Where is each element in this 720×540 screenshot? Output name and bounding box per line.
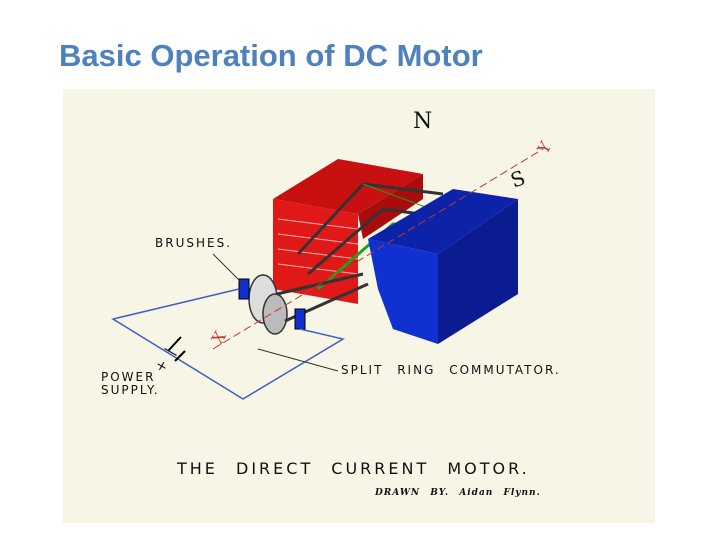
motor-diagram: N S Y X + | - BRUSHES. POWER SUPPLY. SPL… xyxy=(63,89,655,523)
north-label: N xyxy=(413,111,432,133)
power-supply-label: POWER SUPPLY. xyxy=(101,371,191,397)
brushes-label: BRUSHES. xyxy=(155,237,232,249)
commutator-label: SPLIT RING COMMUTATOR. xyxy=(341,364,561,376)
diagram-caption: THE DIRECT CURRENT MOTOR. xyxy=(177,461,530,477)
motor-illustration xyxy=(63,89,655,523)
drawn-by-credit: DRAWN BY. Aidan Flynn. xyxy=(375,489,541,498)
slide-title: Basic Operation of DC Motor xyxy=(59,38,483,74)
